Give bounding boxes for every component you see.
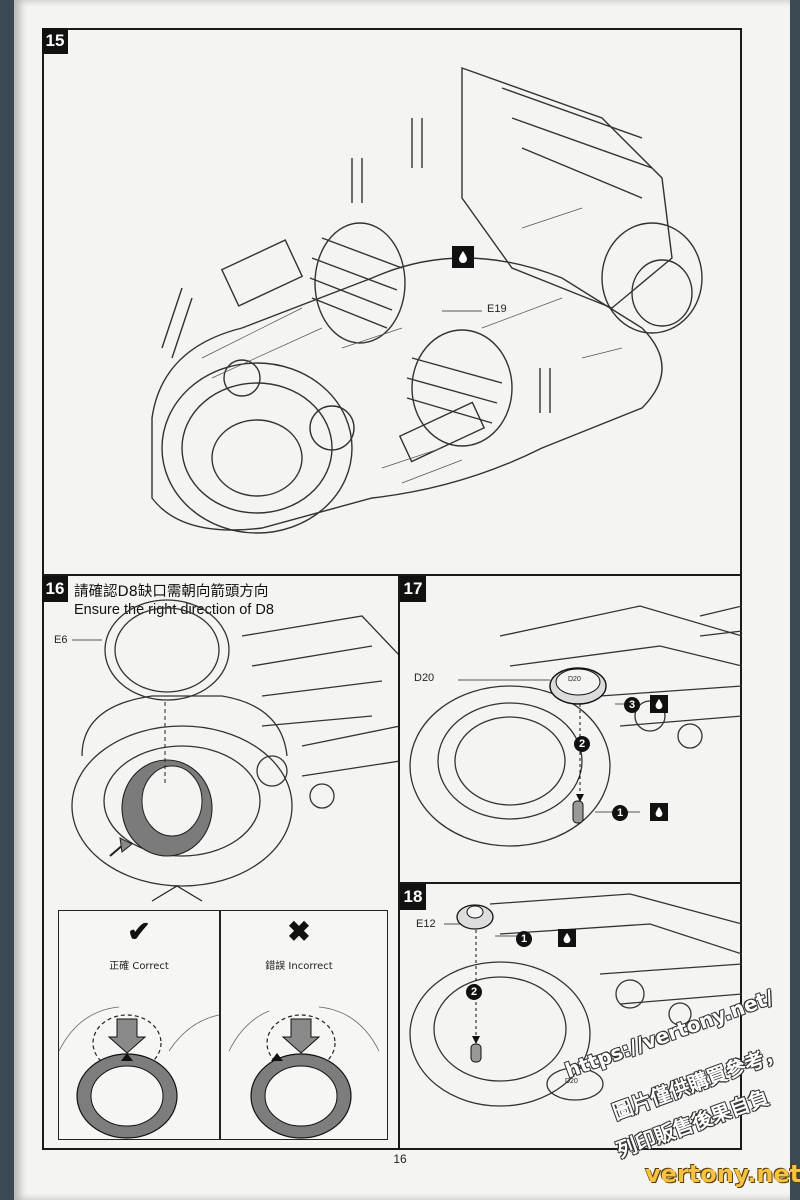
glue-icon (452, 246, 474, 268)
step-number: 17 (400, 576, 426, 602)
step-order-2: 2 (574, 736, 590, 752)
watermark-logo: vertony.net (645, 1160, 800, 1188)
part-label-e12: E12 (416, 918, 436, 930)
step-order-1: 1 (612, 805, 628, 821)
down-arrow-icon (281, 1018, 321, 1054)
step-number: 15 (42, 28, 68, 54)
step-15-drawing (151, 67, 703, 534)
part-label-d20: D20 (414, 672, 435, 684)
comparison-drawing (59, 1006, 380, 1139)
step-18-drawing (409, 893, 742, 1107)
cross-icon: ✖ (287, 916, 311, 947)
step-15-panel: 15 (42, 28, 742, 576)
part-label-e19: E19 (487, 303, 507, 315)
step-number: 18 (400, 884, 426, 910)
orientation-comparison: ✔ 正確 Correct ✖ 錯誤 Incorrect (58, 910, 388, 1140)
check-icon: ✔ (127, 916, 151, 947)
step-18-panel: 18 E12 D20 1 2 (400, 884, 742, 1150)
part-label-d20: D20 (565, 1078, 578, 1085)
comparison-divider (219, 911, 221, 1139)
step-number: 16 (42, 576, 68, 602)
step-order-2: 2 (466, 984, 482, 1000)
part-label-e6: E6 (54, 634, 68, 646)
glue-icon (650, 803, 668, 821)
page-number: 16 (393, 1152, 407, 1166)
incorrect-label: 錯誤 Incorrect (265, 961, 333, 972)
glue-icon (558, 929, 576, 947)
correct-label: 正確 Correct (109, 961, 169, 972)
step-order-3: 3 (624, 697, 640, 713)
step-16-drawing (71, 599, 398, 902)
step-17-drawing (409, 605, 742, 847)
down-arrow-icon (107, 1018, 147, 1054)
step-16-panel: 16 請確認D8缺口需朝向箭頭方向 Ensure the right direc… (42, 576, 400, 1150)
step-17-panel: 17 D20 D20 3 2 1 (400, 576, 742, 884)
step-order-1: 1 (516, 931, 532, 947)
direction-note-cn: 請確認D8缺口需朝向箭頭方向 (74, 584, 269, 600)
part-label-d20-inner: D20 (568, 676, 581, 683)
glue-icon (650, 695, 668, 713)
